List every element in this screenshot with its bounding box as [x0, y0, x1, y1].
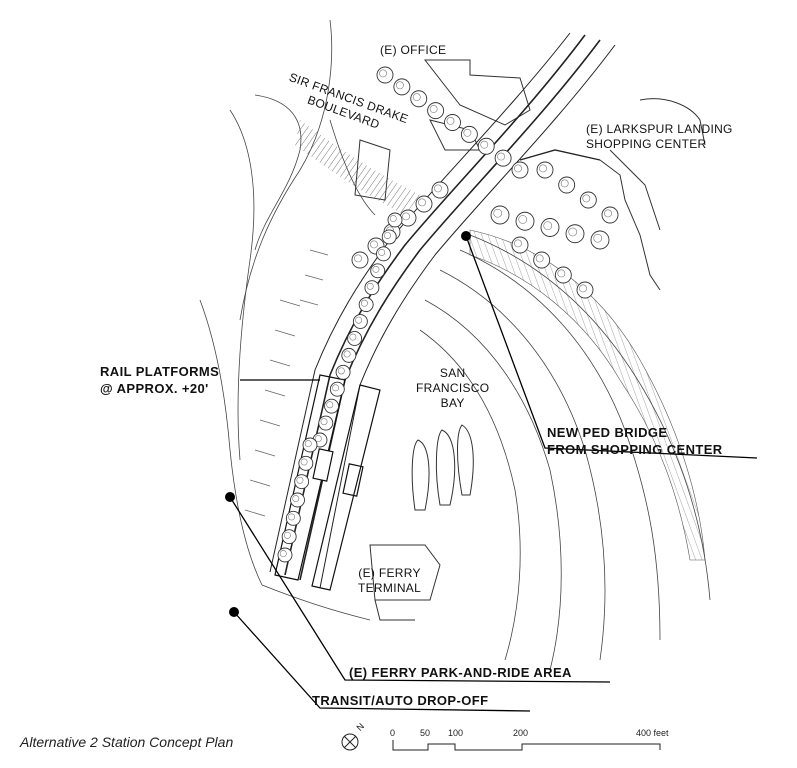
tree-icon [431, 181, 449, 199]
tree-icon [393, 78, 411, 96]
tree-icon [341, 347, 357, 363]
callout-leaders [229, 235, 758, 712]
tree-icon [554, 266, 572, 284]
tree-icon [347, 331, 363, 346]
shopping-center-spur [519, 149, 601, 161]
tree-icon [277, 547, 293, 563]
drop-off-marker [229, 607, 239, 617]
west-terrain [199, 19, 376, 621]
tree-icon [540, 218, 560, 237]
leader-drop-off [233, 611, 531, 712]
park-and-ride-callout: (E) FERRY PARK-AND-RIDE AREA [349, 665, 572, 680]
tree-icon [302, 437, 318, 453]
scale-tick-50: 50 [420, 728, 431, 738]
tree-icon [335, 364, 351, 380]
scale-tick-200: 200 [513, 728, 529, 738]
tree-icon [415, 195, 433, 213]
tree-icon [358, 297, 374, 313]
tree-icon [576, 281, 594, 299]
scale-tick-400: 400 feet [636, 728, 669, 738]
ped-bridge-callout: NEW PED BRIDGE FROM SHOPPING CENTER [547, 425, 723, 457]
ferry-terminal-label: (E) FERRY TERMINAL [358, 566, 422, 595]
tree-icon [410, 90, 428, 108]
figure-caption: Alternative 2 Station Concept Plan [20, 734, 234, 750]
tree-icon [490, 205, 510, 225]
tree-icon [444, 114, 461, 131]
tree-icon [399, 209, 417, 227]
tree-icon [364, 280, 380, 296]
leader-ped-bridge [465, 235, 758, 459]
ferry-terminal-building [369, 544, 441, 621]
tree-icon [601, 206, 619, 224]
tree-icon [318, 415, 334, 431]
scale-bar [392, 740, 661, 751]
tree-icon [558, 176, 576, 194]
tree-icon [324, 398, 339, 414]
tree-icon [285, 510, 301, 526]
tree-icon [494, 149, 512, 167]
tree-icon [351, 251, 369, 269]
ferry-piers [411, 424, 474, 511]
tree-icon [376, 246, 391, 262]
parking-stalls [244, 249, 329, 517]
tree-icon [590, 230, 610, 250]
larkspur-landing-label: (E) LARKSPUR LANDING SHOPPING CENTER [586, 122, 733, 151]
north-arrow-icon [341, 733, 359, 751]
tree-icon [352, 314, 368, 329]
scale-tick-0: 0 [390, 728, 396, 738]
tree-icon [477, 137, 495, 155]
tree-icon [565, 224, 585, 244]
tree-icon [515, 211, 535, 231]
park-and-ride-marker [225, 492, 235, 502]
tree-icon [370, 263, 386, 279]
tree-icon [427, 102, 445, 120]
tree-icon [294, 474, 310, 490]
tree-icon [290, 492, 305, 508]
office-label: (E) OFFICE [380, 43, 447, 57]
scale-tick-100: 100 [448, 728, 464, 738]
leader-park-and-ride [229, 496, 611, 683]
tree-icon [536, 161, 554, 179]
rail-platforms [274, 374, 381, 591]
rail-corridor [269, 32, 616, 589]
shopping-center-outline [599, 98, 706, 291]
tree-icon [281, 529, 297, 545]
rail-platforms-callout: RAIL PLATFORMS @ APPROX. +20' [100, 364, 220, 396]
bay-label: SAN FRANCISCO BAY [416, 366, 490, 410]
drop-off-callout: TRANSIT/AUTO DROP-OFF [312, 693, 489, 708]
tree-icon [329, 381, 345, 397]
tree-icon [533, 251, 551, 269]
tree-icon [381, 229, 397, 245]
tree-icon [460, 125, 478, 143]
tree-icon [579, 191, 597, 209]
tree-icon [511, 161, 529, 179]
tree-icon [298, 455, 314, 471]
tree-icon [376, 66, 394, 84]
tree-icon [511, 236, 529, 254]
tree-icon [387, 212, 403, 228]
